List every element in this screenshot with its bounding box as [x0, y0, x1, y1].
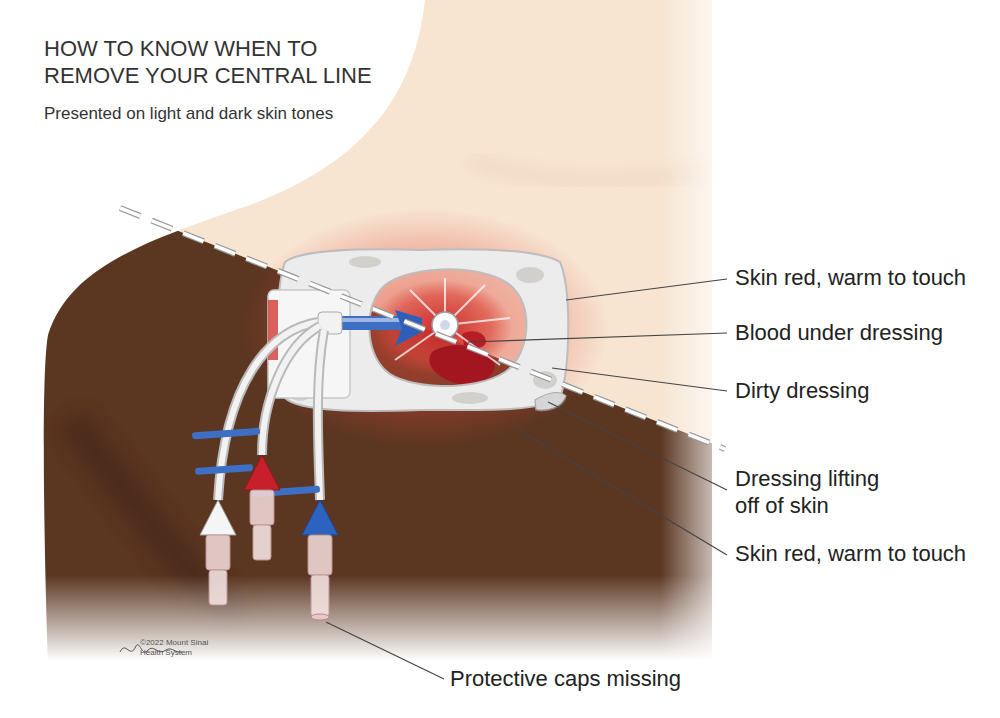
needleless-hub	[209, 570, 227, 605]
callout-label: Protective caps missing	[450, 666, 681, 693]
callout-label: Dirty dressing	[735, 378, 869, 405]
lumen-red	[262, 326, 320, 455]
leader-line	[548, 402, 727, 490]
title: HOW TO KNOW WHEN TO REMOVE YOUR CENTRAL …	[44, 36, 394, 90]
callout-label: Dressing lifting off of skin	[735, 466, 895, 520]
clamps	[192, 428, 320, 498]
open-hub	[311, 575, 329, 617]
leader-lines	[326, 279, 727, 679]
cap-red	[244, 455, 280, 490]
insertion-site	[440, 320, 450, 330]
connector	[250, 490, 274, 525]
leader-line	[552, 368, 727, 391]
open-end	[311, 614, 329, 620]
cap-blue	[302, 500, 338, 535]
lumen-blue	[318, 330, 324, 500]
copyright-note: ©2022 Mount Sinai Health System	[140, 638, 214, 658]
leader-line	[515, 428, 727, 555]
cap-white	[200, 500, 236, 535]
divider-line	[120, 208, 725, 449]
needleless-hub	[253, 525, 271, 560]
connector	[206, 535, 230, 570]
dirt-spot	[349, 256, 381, 268]
subtitle: Presented on light and dark skin tones	[44, 104, 333, 125]
dirt-spot	[452, 392, 488, 404]
lumen-blue	[318, 330, 324, 500]
leader-line	[566, 279, 727, 300]
callout-label: Skin red, warm to touch	[735, 265, 966, 292]
leader-line	[326, 622, 444, 679]
clamp	[195, 464, 253, 475]
bottom-fade	[0, 575, 1000, 718]
callout-label: Blood under dressing	[735, 320, 943, 347]
callout-label: Skin red, warm to touch	[735, 541, 966, 568]
clamp	[192, 428, 260, 440]
divider-line	[120, 208, 725, 449]
connector	[308, 535, 332, 575]
lifting-edge	[535, 393, 566, 411]
lumen-red	[262, 326, 320, 455]
dirt-spot	[516, 267, 544, 283]
lumens	[218, 322, 324, 500]
leader-line	[468, 333, 727, 342]
